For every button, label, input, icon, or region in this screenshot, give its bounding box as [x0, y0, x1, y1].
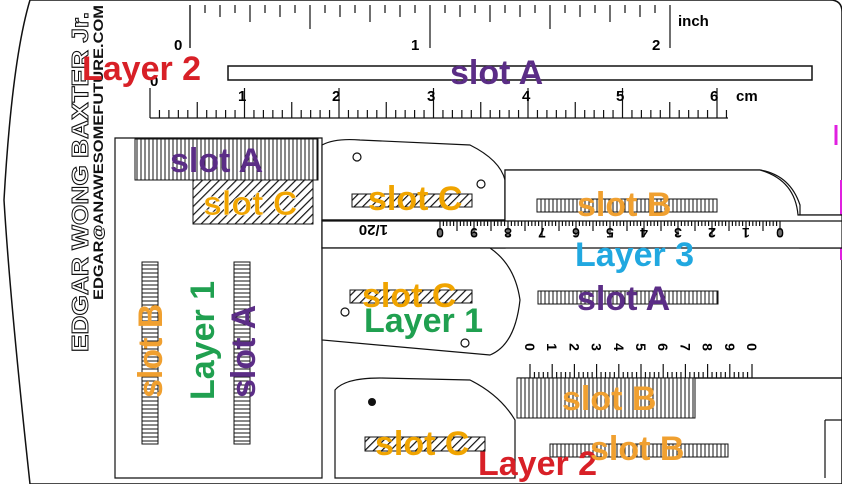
- pin-hole: [476, 179, 486, 189]
- label-slotC-left: slot C: [203, 185, 297, 223]
- label-slotA-vertical: slot A: [225, 305, 263, 398]
- label-slotB-vertical: slot B: [132, 304, 170, 398]
- label-slotC-upper: slot C: [368, 180, 462, 218]
- lower-scale-label: 1: [544, 343, 560, 351]
- lower-scale-label: 0: [744, 343, 760, 351]
- cm-label-6: 6: [710, 88, 718, 105]
- author-email: EDGAR@ANAWESOMEFUTURE.COM: [90, 5, 106, 300]
- label-slotB-lower: slot B: [562, 380, 656, 418]
- inch-unit-label: inch: [678, 13, 709, 30]
- slot-a-top: [227, 65, 813, 81]
- upper-scale-label: 2: [708, 225, 716, 241]
- cm-label-4: 4: [522, 88, 531, 105]
- slot-a-vertical: [233, 261, 251, 445]
- cm-label-2: 2: [332, 88, 340, 105]
- upper-scale-label: 8: [504, 225, 512, 241]
- lower-scale-label: 3: [589, 343, 605, 351]
- upper-scale-label: 7: [538, 225, 546, 241]
- label-slotB-bottom: slot B: [590, 430, 684, 468]
- slot-c-bottom: [364, 436, 486, 452]
- lower-edge: [824, 419, 842, 478]
- label-layer2-bottom: Layer 2: [478, 445, 597, 483]
- inch-label-0: 0: [174, 37, 182, 54]
- pin-hole: [340, 307, 350, 317]
- lower-scale-label: 5: [633, 343, 649, 351]
- label-slotB-upper: slot B: [577, 186, 671, 224]
- upper-scale-label: 9: [470, 225, 478, 241]
- lower-scale-label: 9: [722, 343, 738, 351]
- lower-scale-ticks: [517, 364, 842, 379]
- slot-b-upper: [536, 198, 718, 213]
- upper-scale-label: 3: [674, 225, 682, 241]
- lower-scale-label: 7: [677, 343, 693, 351]
- label-slotC-bottom: slot C: [375, 425, 469, 463]
- cm-unit-label: cm: [736, 88, 758, 105]
- slot-b-bottom: [549, 443, 729, 458]
- lower-scale-label: 2: [566, 343, 582, 351]
- bottom-slider: [334, 377, 516, 479]
- inch-ticks: [189, 5, 671, 48]
- slot-a-left: [134, 138, 319, 181]
- label-slotA-top: slot A: [450, 54, 543, 92]
- upper-scale-label: 4: [640, 225, 648, 241]
- upper-scale-labels: 0 9 8 7 6 5 4 3 2 1 0: [436, 225, 784, 241]
- lower-scale-label: 0: [522, 343, 538, 351]
- slot-c-left: [192, 179, 314, 225]
- upper-scale-label: 0: [776, 225, 784, 241]
- label-slotA-right: slot A: [577, 280, 670, 318]
- pin-hole: [352, 152, 362, 162]
- upper-scale-label: 6: [572, 225, 580, 241]
- slot-c-upper: [351, 193, 473, 208]
- upper-scale-ticks: [322, 220, 842, 237]
- cm-label-0: 0: [150, 73, 158, 90]
- label-slotA-left: slot A: [170, 142, 263, 180]
- scale-label: 1/20: [359, 221, 388, 238]
- cm-label-1: 1: [238, 88, 246, 105]
- lower-scale-label: 8: [700, 343, 716, 351]
- label-layer1-vertical: Layer 1: [184, 281, 222, 400]
- cm-label-3: 3: [427, 88, 435, 105]
- inch-label-1: 1: [411, 37, 419, 54]
- upper-scale-label: 0: [436, 225, 444, 241]
- slot-a-right: [537, 290, 719, 305]
- inch-label-2: 2: [652, 37, 660, 54]
- top-ruler: 0 1 2 inch 0 1 2 3 4 5 6 cm: [149, 5, 813, 119]
- lower-scale-label: 4: [611, 343, 627, 351]
- slot-c-mid: [349, 289, 473, 304]
- slot-b-lower: [516, 377, 696, 419]
- author-name: EDGAR WONG BAXTER Jr.: [67, 12, 93, 352]
- pin-hole: [368, 398, 376, 406]
- upper-scale-label: 1: [742, 225, 750, 241]
- lower-scale-label: 6: [655, 343, 671, 351]
- cm-label-5: 5: [616, 88, 624, 105]
- upper-scale-label: 5: [606, 225, 614, 241]
- label-slotC-mid: slot C: [362, 277, 456, 315]
- pin-hole: [460, 338, 470, 348]
- label-layer1-mid: Layer 1: [364, 302, 483, 340]
- label-layer2-top: Layer 2: [82, 50, 201, 88]
- label-layer3: Layer 3: [575, 236, 694, 274]
- slot-b-vertical: [141, 261, 159, 445]
- cm-ticks: [149, 88, 728, 118]
